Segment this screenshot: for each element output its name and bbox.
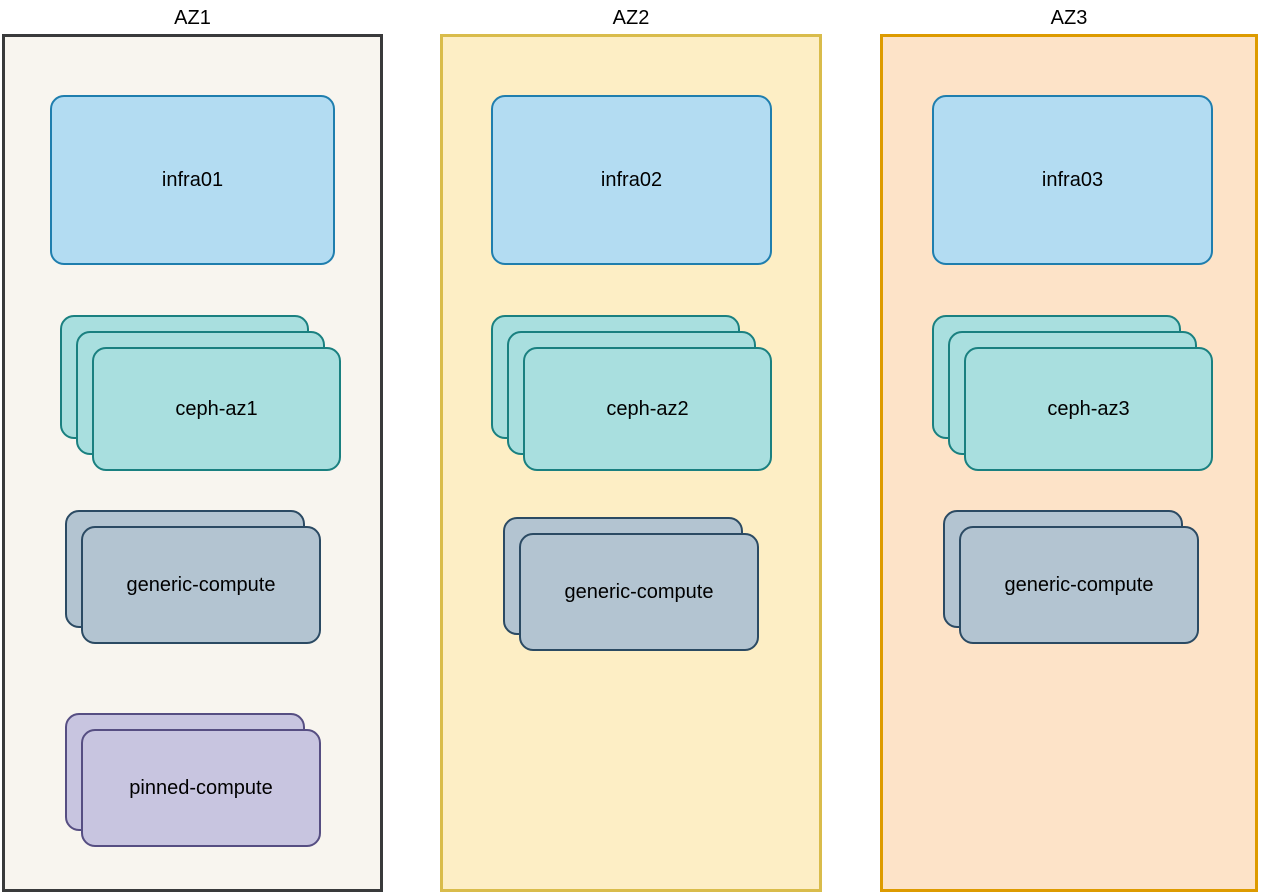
node-stack-az2-generic-compute[interactable]: generic-compute — [503, 517, 759, 651]
node-card-label-az1-ceph: ceph-az1 — [175, 398, 258, 420]
node-stack-az2-ceph[interactable]: ceph-az2 — [491, 315, 772, 471]
node-stack-az1-infra01[interactable]: infra01 — [50, 95, 335, 265]
node-card-label-az2-generic-compute: generic-compute — [564, 581, 714, 603]
node-card-az3-infra03[interactable]: infra03 — [932, 95, 1213, 265]
node-card-az3-ceph[interactable]: ceph-az3 — [964, 347, 1213, 471]
node-card-label-az1-infra01: infra01 — [161, 169, 224, 191]
node-card-az2-generic-compute[interactable]: generic-compute — [519, 533, 759, 651]
node-card-label-az2-infra02: infra02 — [600, 169, 663, 191]
node-card-label-az3-ceph: ceph-az3 — [1047, 398, 1130, 420]
node-card-az2-infra02[interactable]: infra02 — [491, 95, 772, 265]
zone-title-az3: AZ3 — [1050, 7, 1088, 29]
node-card-label-az1-pinned-compute: pinned-compute — [129, 777, 273, 799]
node-card-az1-ceph[interactable]: ceph-az1 — [92, 347, 341, 471]
node-card-label-az1-generic-compute: generic-compute — [126, 574, 276, 596]
node-stack-az3-infra03[interactable]: infra03 — [932, 95, 1213, 265]
node-card-label-az3-generic-compute: generic-compute — [1004, 574, 1154, 596]
node-card-az2-ceph[interactable]: ceph-az2 — [523, 347, 772, 471]
node-stack-az3-generic-compute[interactable]: generic-compute — [943, 510, 1199, 644]
zone-title-az2: AZ2 — [612, 7, 650, 29]
node-stack-az1-pinned-compute[interactable]: pinned-compute — [65, 713, 321, 847]
zone-title-az1: AZ1 — [174, 7, 211, 29]
node-card-az1-pinned-compute[interactable]: pinned-compute — [81, 729, 321, 847]
node-card-label-az2-ceph: ceph-az2 — [606, 398, 689, 420]
node-stack-az1-ceph[interactable]: ceph-az1 — [60, 315, 341, 471]
node-card-az1-generic-compute[interactable]: generic-compute — [81, 526, 321, 644]
node-stack-az1-generic-compute[interactable]: generic-compute — [65, 510, 321, 644]
node-card-az3-generic-compute[interactable]: generic-compute — [959, 526, 1199, 644]
node-card-label-az3-infra03: infra03 — [1041, 169, 1104, 191]
node-stack-az3-ceph[interactable]: ceph-az3 — [932, 315, 1213, 471]
node-card-az1-infra01[interactable]: infra01 — [50, 95, 335, 265]
node-stack-az2-infra02[interactable]: infra02 — [491, 95, 772, 265]
